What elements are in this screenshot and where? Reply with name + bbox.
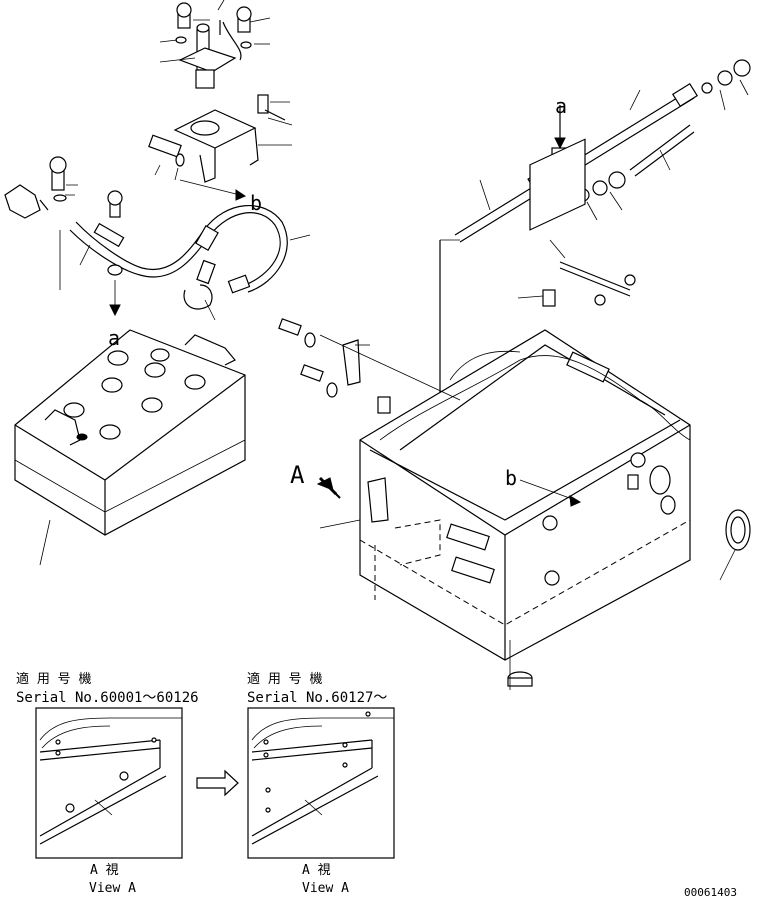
drawing-number: 00061403 [684,886,737,899]
battery [14,329,246,536]
ref-letter-a-left: a [108,326,120,350]
terminal-connector [4,156,123,290]
inset-right-view-en: View A [302,881,349,896]
view-arrow-A [316,476,341,499]
box-bolts [278,261,636,523]
inset-left-header: 適 用 号 機 [16,671,91,687]
view-letter-A: A [290,461,305,489]
inset-arrow [196,769,239,797]
disconnect-switch [148,2,286,201]
inset-right: 適 用 号 機 Serial No.60127～ A 視 View A [247,671,395,896]
inset-right-header: 適 用 号 機 [247,671,322,687]
inset-left-view-jp: A 視 [90,863,119,878]
b-arrow-box [519,479,582,507]
inset-right-serial: Serial No.60127～ [247,690,387,706]
ref-letter-a-top: a [555,94,567,118]
inset-right-view-jp: A 視 [302,863,331,878]
ref-letter-b-box: b [505,466,517,490]
inset-left-view-en: View A [89,881,136,896]
battery-box [359,138,751,687]
battery-cable [69,204,288,310]
ref-letter-b-left: b [250,191,262,215]
inset-left-serial: Serial No.60001～60126 [16,690,199,706]
inset-left: 適 用 号 機 Serial No.60001～60126 A 視 View A [16,671,199,896]
leader-lines [39,0,749,690]
